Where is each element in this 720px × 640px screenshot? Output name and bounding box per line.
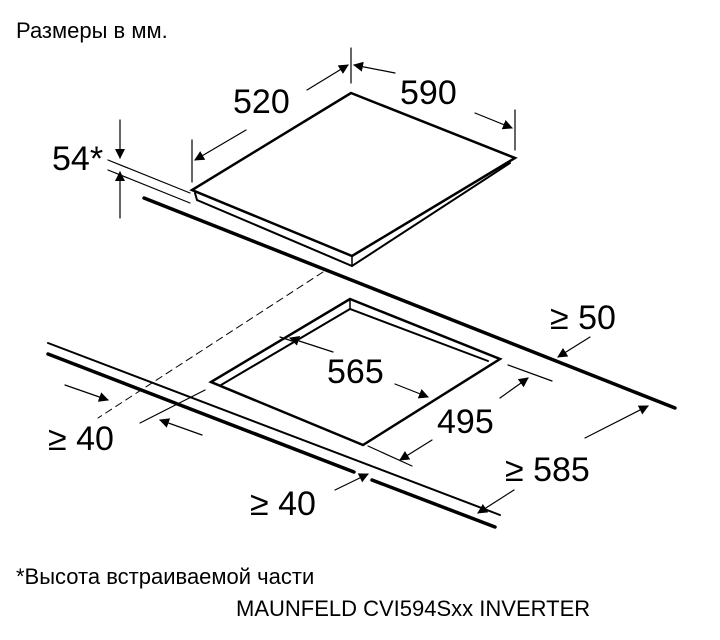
dim-min-cabinet: ≥ 585: [505, 451, 590, 489]
dim-cutout-depth: 495: [437, 403, 494, 441]
projection-line: [97, 271, 324, 419]
hob-outline: [189, 91, 518, 268]
dim-cutout-width: 565: [327, 353, 384, 391]
dim-min-back: ≥ 50: [550, 299, 616, 337]
countertop-back-edge: [142, 196, 677, 410]
countertop-front-edge: [46, 342, 501, 529]
dimension-lines: [64, 47, 649, 514]
cutout-outline: [208, 297, 503, 447]
model-name: MAUNFELD CVI594Sxx INVERTER: [236, 596, 591, 621]
dim-hob-depth: 520: [233, 83, 290, 121]
dim-hob-height: 54*: [52, 140, 103, 178]
diagram-title: Размеры в мм.: [16, 18, 168, 43]
dim-min-side: ≥ 40: [48, 420, 114, 458]
dim-min-front: ≥ 40: [250, 485, 316, 523]
dim-hob-width: 590: [400, 74, 457, 112]
footnote: *Высота встраиваемой части: [16, 564, 315, 589]
